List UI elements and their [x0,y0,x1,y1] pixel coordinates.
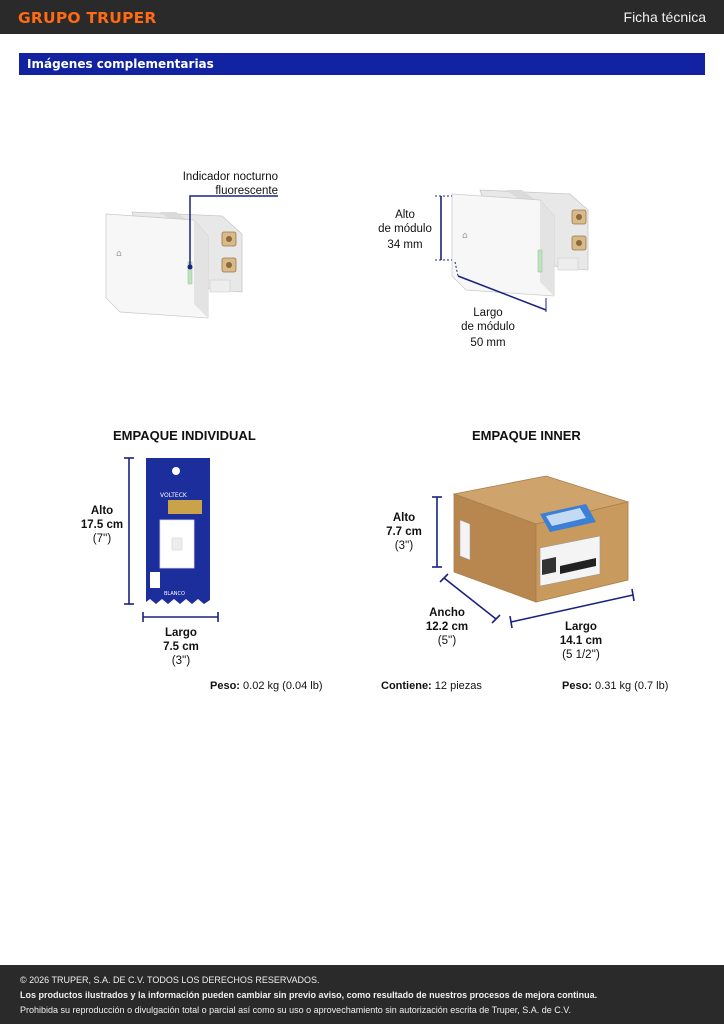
individual-length-in: (3'') [171,655,191,667]
individual-height-cm: 17.5 cm [80,519,124,531]
section-header: Imágenes complementarias [19,53,705,75]
inner-contents-label: Contiene: [381,680,432,692]
inner-weight-label: Peso: [562,680,592,692]
inner-width-label: Ancho 12.2 cm (5'') [418,606,476,648]
pack-color-text: BLANCO [164,591,185,597]
switch-module-image-2: ⌂ [451,189,589,297]
individual-height-title: Alto [90,505,114,517]
inner-width-dimension [443,577,497,620]
footer-copyright: © 2026 TRUPER, S.A. DE C.V. TODOS LOS DE… [20,975,320,985]
module-length-value: 50 mm [470,337,506,349]
individual-length-cm: 7.5 cm [163,641,199,653]
switch-module-image-1: ⌂ [105,211,243,319]
inner-contents-value: 12 piezas [434,680,482,692]
module-height-value: 34 mm [387,239,423,251]
module-length-subtitle: de módulo [461,321,515,333]
inner-width-in: (5'') [437,635,457,647]
pack-brand-text: VOLTECK [160,492,188,499]
inner-length-label: Largo 14.1 cm (5 1/2'') [548,620,614,662]
module-length-title: Largo [473,307,503,319]
inner-height-cm: 7.7 cm [386,526,422,538]
individual-height-in: (7'') [92,533,112,545]
indicator-callout-dot [187,264,193,270]
inner-height-in: (3'') [394,540,414,552]
svg-text:⌂: ⌂ [116,249,122,259]
indicator-label-line2: fluorescente [215,185,278,197]
individual-height-label: Alto 17.5 cm (7'') [76,504,128,546]
inner-length-title: Largo [565,621,597,633]
footer: © 2026 TRUPER, S.A. DE C.V. TODOS LOS DE… [0,965,724,1024]
inner-length-dimension [510,594,634,623]
individual-length-title: Largo [165,627,197,639]
inner-height-title: Alto [392,512,416,524]
inner-contents: Contiene: 12 piezas [381,680,482,692]
document-type: Ficha técnica [623,9,706,25]
individual-weight-label: Peso: [210,680,240,692]
inner-pack-title: EMPAQUE INNER [472,428,581,443]
company-logo: GRUPO TRUPER [18,9,157,27]
inner-width-cm: 12.2 cm [425,621,469,633]
module-height-subtitle: de módulo [378,223,432,235]
module-length-dimension [457,275,547,311]
module-height-label: Alto de módulo 34 mm [370,208,440,252]
inner-weight: Peso: 0.31 kg (0.7 lb) [562,680,668,692]
footer-disclaimer: Los productos ilustrados y la informació… [20,990,598,1000]
header-bar: GRUPO TRUPER Ficha técnica [0,0,724,34]
indicator-callout-line [189,195,278,267]
svg-text:⌂: ⌂ [462,231,468,241]
footer-legal: Prohibida su reproducción o divulgación … [20,1005,571,1015]
individual-weight-value: 0.02 kg (0.04 lb) [243,680,323,692]
section-title: Imágenes complementarias [27,57,214,71]
individual-pack-title: EMPAQUE INDIVIDUAL [113,428,256,443]
inner-height-label: Alto 7.7 cm (3'') [380,511,428,553]
inner-width-title: Ancho [429,607,465,619]
individual-pack-image: VOLTECK BLANCO [146,458,210,604]
module-height-title: Alto [395,209,415,221]
inner-weight-value: 0.31 kg (0.7 lb) [595,680,669,692]
individual-weight: Peso: 0.02 kg (0.04 lb) [210,680,323,692]
inner-length-in: (5 1/2'') [562,649,600,661]
inner-length-cm: 14.1 cm [559,635,603,647]
inner-box-image [452,475,630,603]
module-length-label: Largo de módulo 50 mm [452,306,524,350]
indicator-label: Indicador nocturno fluorescente [168,170,278,198]
individual-length-label: Largo 7.5 cm (3'') [150,626,212,668]
indicator-label-line1: Indicador nocturno [182,171,278,183]
